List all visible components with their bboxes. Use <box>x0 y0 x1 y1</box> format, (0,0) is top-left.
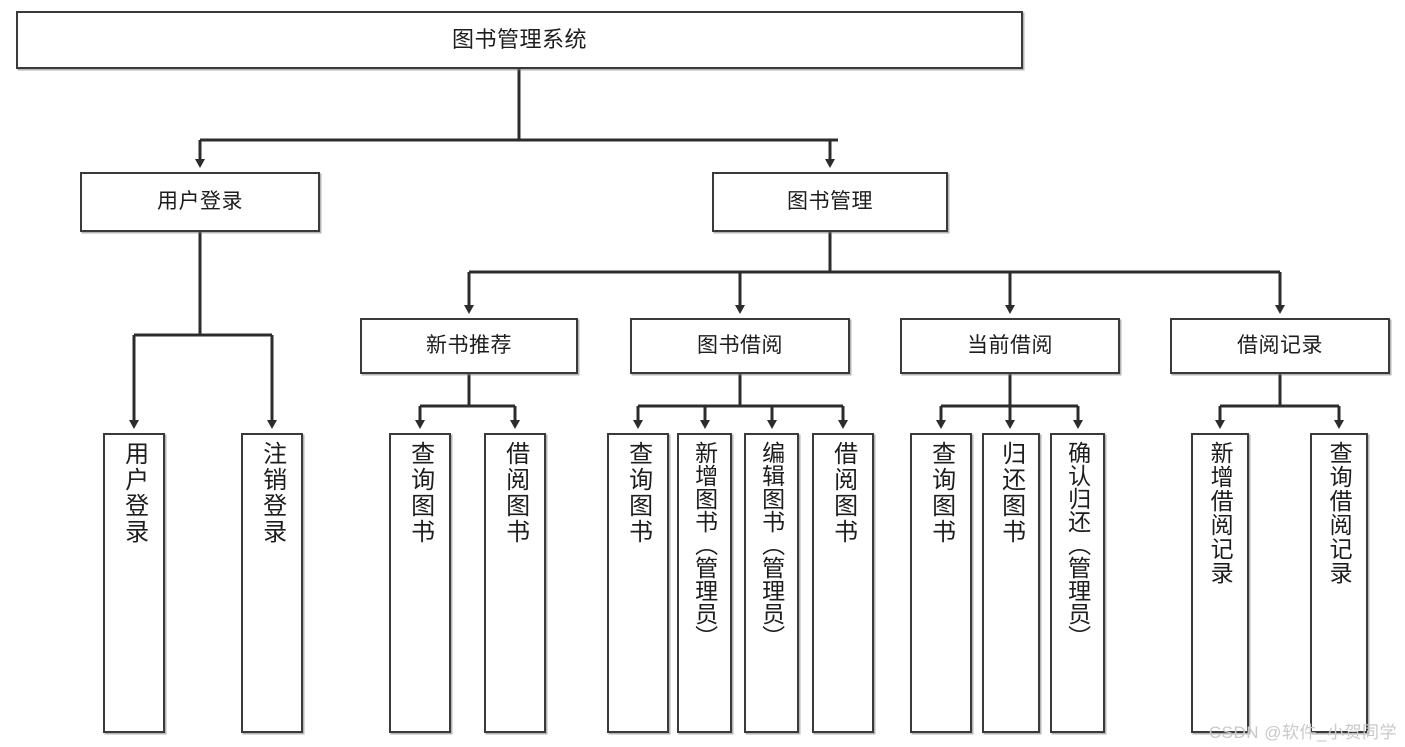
node-leaf-query-book-3-label: 查询图书 <box>927 441 955 545</box>
node-leaf-borrow-book-2[interactable]: 借阅图书 <box>812 433 874 733</box>
node-book-manage-label: 图书管理 <box>787 189 873 213</box>
node-leaf-return-book-label: 归还图书 <box>997 441 1025 545</box>
node-leaf-borrow-book-2-label: 借阅图书 <box>829 441 857 545</box>
node-new-book-rec[interactable]: 新书推荐 <box>360 318 578 374</box>
csdn-watermark: CSDN @软件_小贺同学 <box>1208 723 1397 742</box>
edge-current-borrow-to-leaves <box>936 374 1083 429</box>
node-user-login[interactable]: 用户登录 <box>80 172 320 232</box>
node-current-borrow[interactable]: 当前借阅 <box>900 318 1120 374</box>
node-leaf-confirm-return[interactable]: 确认归还（管理员） <box>1050 433 1105 733</box>
node-leaf-user-login[interactable]: 用户登录 <box>103 433 165 733</box>
node-root[interactable]: 图书管理系统 <box>16 11 1023 69</box>
node-leaf-query-record-label: 查询借阅记录 <box>1326 441 1353 585</box>
node-leaf-edit-book[interactable]: 编辑图书（管理员） <box>744 433 799 733</box>
edge-book-manage-to-level2 <box>464 232 1285 314</box>
node-user-login-label: 用户登录 <box>157 189 243 213</box>
node-leaf-logout-label: 注销登录 <box>258 441 286 545</box>
node-leaf-confirm-return-label: 确认归还（管理员） <box>1064 441 1091 648</box>
node-leaf-query-book-1-label: 查询图书 <box>406 441 434 545</box>
node-leaf-add-record[interactable]: 新增借阅记录 <box>1191 433 1249 733</box>
node-leaf-edit-book-label: 编辑图书（管理员） <box>758 441 785 648</box>
node-current-borrow-label: 当前借阅 <box>967 333 1053 357</box>
node-book-borrow[interactable]: 图书借阅 <box>630 318 850 374</box>
edge-book-borrow-to-leaves <box>633 374 848 429</box>
edge-user-login-to-leaves <box>129 232 277 429</box>
edge-root-to-level1 <box>195 69 838 168</box>
node-leaf-query-book-2-label: 查询图书 <box>624 441 652 545</box>
node-leaf-user-login-label: 用户登录 <box>120 441 148 545</box>
node-leaf-borrow-book-1-label: 借阅图书 <box>501 441 529 545</box>
node-leaf-logout[interactable]: 注销登录 <box>241 433 303 733</box>
node-leaf-return-book[interactable]: 归还图书 <box>982 433 1040 733</box>
node-root-label: 图书管理系统 <box>451 27 587 53</box>
node-borrow-record[interactable]: 借阅记录 <box>1170 318 1390 374</box>
node-leaf-add-record-label: 新增借阅记录 <box>1207 441 1234 585</box>
node-leaf-add-book-label: 新增图书（管理员） <box>691 441 718 648</box>
node-new-book-rec-label: 新书推荐 <box>426 333 512 357</box>
node-book-manage[interactable]: 图书管理 <box>712 172 948 232</box>
node-leaf-query-book-3[interactable]: 查询图书 <box>910 433 972 733</box>
node-leaf-borrow-book-1[interactable]: 借阅图书 <box>484 433 546 733</box>
edge-new-book-rec-to-leaves <box>415 374 520 429</box>
node-leaf-query-record[interactable]: 查询借阅记录 <box>1310 433 1368 733</box>
edge-borrow-record-to-leaves <box>1215 374 1344 429</box>
node-book-borrow-label: 图书借阅 <box>697 333 783 357</box>
node-leaf-query-book-2[interactable]: 查询图书 <box>607 433 669 733</box>
node-borrow-record-label: 借阅记录 <box>1237 333 1323 357</box>
node-leaf-add-book[interactable]: 新增图书（管理员） <box>677 433 732 733</box>
node-leaf-query-book-1[interactable]: 查询图书 <box>389 433 451 733</box>
